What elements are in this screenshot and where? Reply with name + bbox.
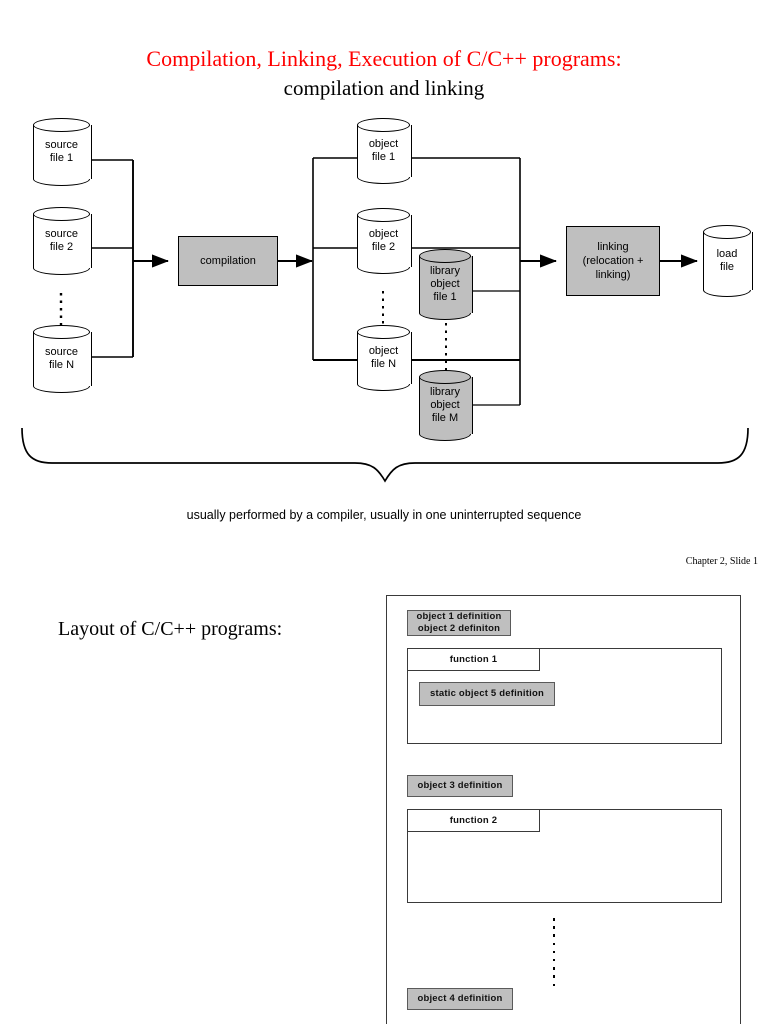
cylinder-label: library object file M [419,370,471,441]
cylinder-label: source file 2 [33,207,90,275]
function-2-label: function 2 [449,815,498,826]
page-subtitle: compilation and linking [283,76,485,100]
dot [552,958,556,962]
function-2-header: function 2 [407,809,540,832]
function-1-label: function 1 [449,654,498,665]
cylinder-top [33,207,90,221]
label-line-2: file [719,261,735,273]
label-line-1: source [44,228,79,240]
compilation-label: compilation [200,255,256,267]
cylinder-object-file-1: object file 1 [357,118,412,184]
label-line-1: library [430,265,460,277]
cylinder-load-file: load file [703,225,753,297]
compilation-process-box: compilation [178,236,278,286]
label-line-1: source [44,139,79,151]
label-line-2: file 1 [371,151,396,163]
layout-section-heading: Layout of C/C++ programs: [58,618,283,640]
cylinder-body [33,125,92,179]
vertical-ellipsis [552,918,556,986]
cylinder-top [357,118,410,132]
cylinder-body [357,332,412,384]
dot [552,934,556,937]
object-3-label: object 3 definition [417,780,503,791]
label-line-1: object [368,138,399,150]
static-object-5-label: static object 5 definition [430,688,544,699]
slide-footer: Chapter 2, Slide 1 [685,556,758,567]
cylinder-label: source file N [33,325,90,393]
cylinder-source-file-1: source file 1 [33,118,92,186]
label-line-2: file 2 [371,241,396,253]
cylinder-source-file-2: source file 2 [33,207,92,275]
compilation-linking-diagram: source file 1 source file 2 source file … [21,118,753,483]
label-line-3: file M [431,412,459,424]
cylinder-source-file-n: source file N [33,325,92,393]
linking-label-line-2: (relocation + [582,255,644,267]
cylinder-top [357,208,410,222]
cylinder-label: object file 2 [357,208,410,274]
dot [552,975,556,978]
cylinder-library-object-file-1: library object file 1 [419,249,473,320]
object-4-label: object 4 definition [417,993,503,1004]
linking-process-box: linking (relocation + linking) [566,226,660,296]
cylinder-top [33,325,90,339]
label-line-1: object [368,345,399,357]
cylinder-object-file-n: object file N [357,325,412,391]
cylinder-body [419,377,473,434]
label-line-1: load [716,248,738,260]
object-definitions-box-top: object 1 definition object 2 definiton [407,610,511,636]
dot [552,942,556,946]
cylinder-top [419,249,471,263]
dot [552,950,556,954]
program-layout-container: object 1 definition object 2 definiton f… [386,595,741,1024]
cylinder-label: object file N [357,325,410,391]
function-1-header: function 1 [407,648,540,671]
linking-label-line-3: linking) [595,269,631,281]
label-line-1: object [368,228,399,240]
label-line-2: file N [370,358,397,370]
cylinder-library-object-file-m: library object file M [419,370,473,441]
dot [552,983,556,986]
cylinder-body [33,332,92,386]
cylinder-label: library object file 1 [419,249,471,320]
label-line-3: file 1 [433,291,457,303]
cylinder-top [419,370,471,384]
page-title: Compilation, Linking, Execution of C/C++… [146,46,622,71]
object-3-definition-box: object 3 definition [407,775,513,797]
cylinder-body [703,232,753,290]
label-line-2: object [430,399,460,411]
cylinder-top [357,325,410,339]
cylinder-top [703,225,751,239]
label-line-2: file 1 [49,152,74,164]
static-object-5-definition-box: static object 5 definition [419,682,555,706]
cylinder-body [33,214,92,268]
cylinder-label: load file [703,225,751,297]
linking-label-line-1: linking [597,241,629,253]
cylinder-top [33,118,90,132]
dot [552,918,556,921]
object-1-definition-label: object 1 definition [416,611,502,622]
dot [552,967,556,970]
diagram-caption: usually performed by a compiler, usually… [186,508,582,522]
label-line-1: library [430,386,460,398]
object-4-definition-box: object 4 definition [407,988,513,1010]
label-line-2: file N [48,359,75,371]
label-line-1: source [44,346,79,358]
diagram-connectors [21,157,749,483]
label-line-2: object [430,278,460,290]
cylinder-label: object file 1 [357,118,410,184]
label-line-2: file 2 [49,241,74,253]
cylinder-body [419,256,473,313]
object-2-definition-label: object 2 definiton [417,623,501,634]
cylinder-label: source file 1 [33,118,90,186]
dot [552,926,556,929]
cylinder-body [357,125,412,177]
cylinder-body [357,215,412,267]
cylinder-object-file-2: object file 2 [357,208,412,274]
